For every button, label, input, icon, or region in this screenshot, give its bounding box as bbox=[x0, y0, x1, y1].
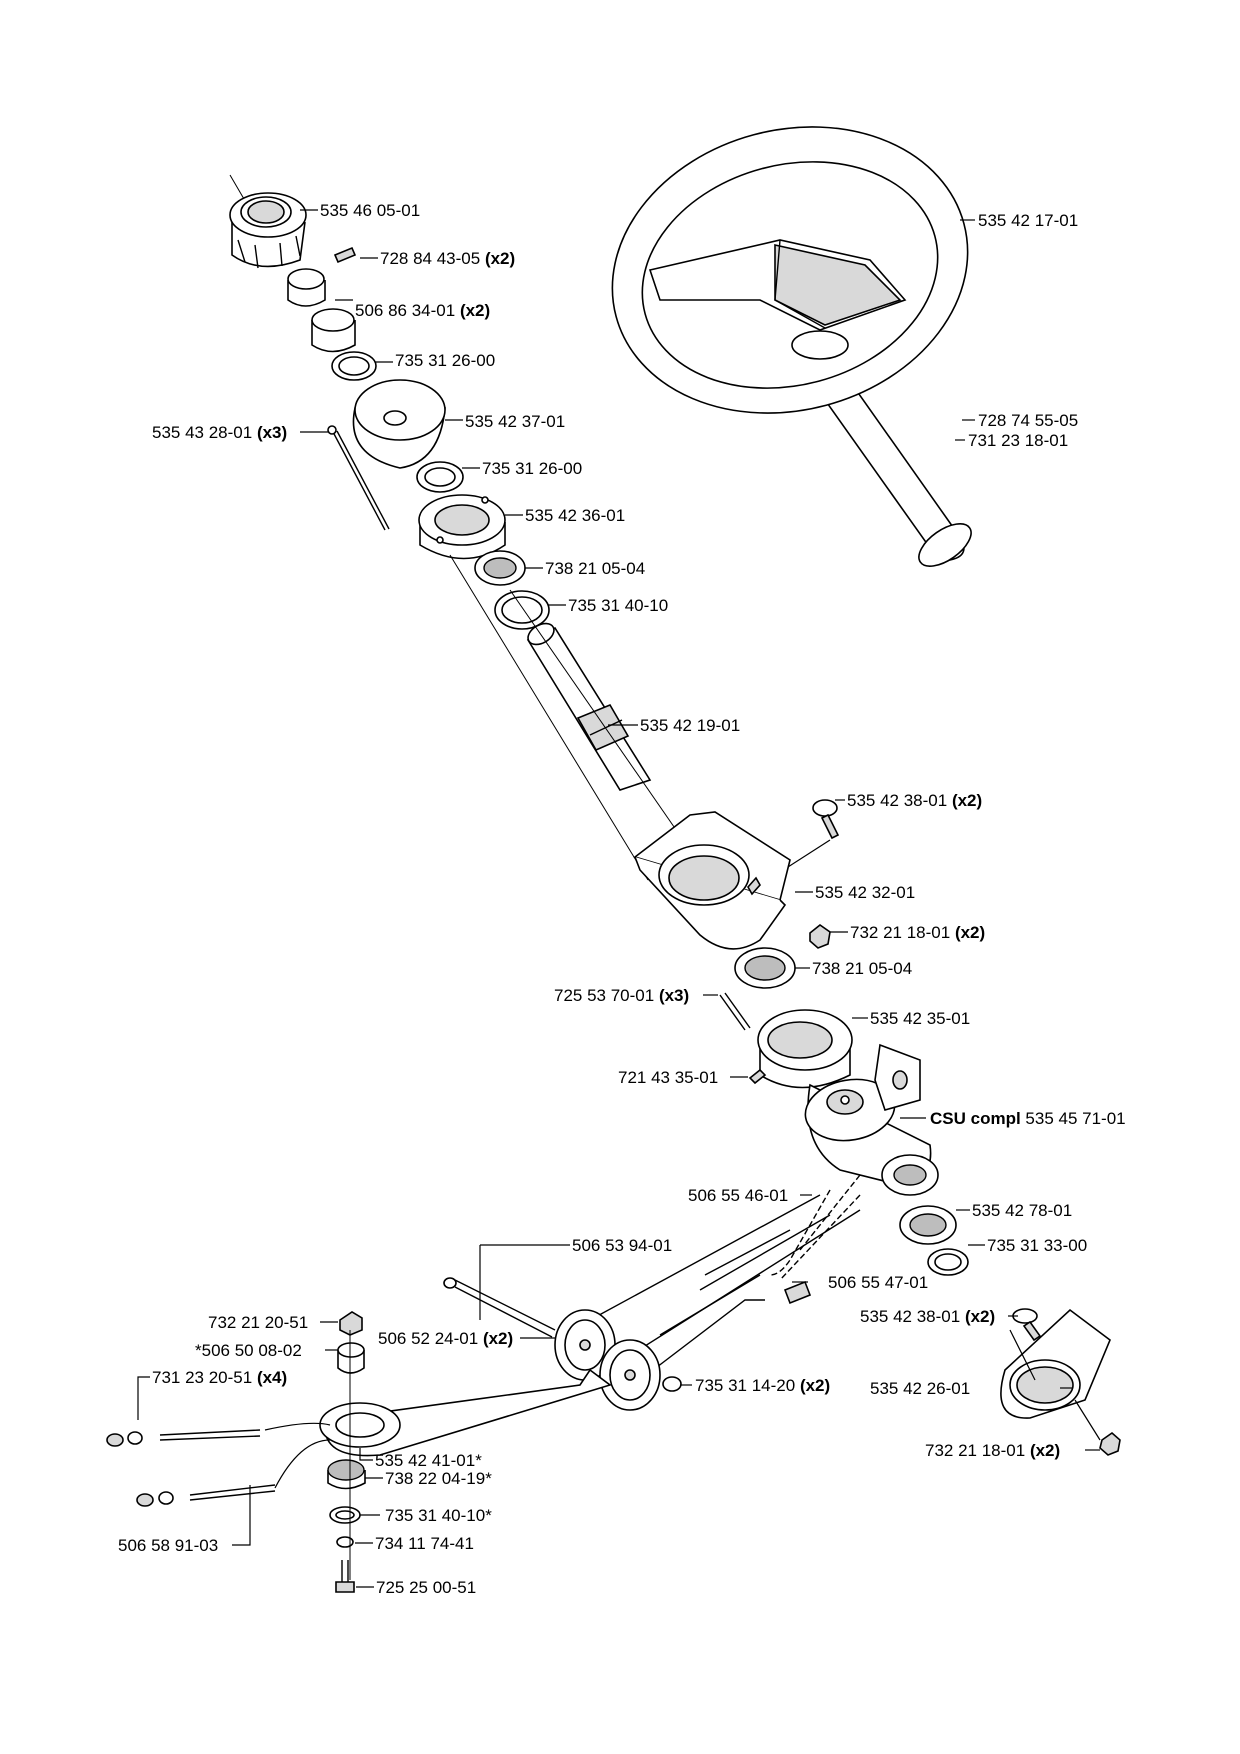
label-738-21-05-04-a: 738 21 05-04 bbox=[545, 559, 645, 578]
label-725-25-00-51: 725 25 00-51 bbox=[376, 1578, 476, 1597]
label-csu-compl: CSU compl 535 45 71-01 bbox=[930, 1109, 1126, 1128]
label-735-31-14-20: 735 31 14-20 (x2) bbox=[695, 1376, 830, 1395]
label-735-31-26-00-b: 735 31 26-00 bbox=[482, 459, 582, 478]
label-731-23-18-01: 731 23 18-01 bbox=[968, 431, 1068, 450]
label-732-21-20-51: 732 21 20-51 bbox=[208, 1313, 308, 1332]
lower-arm-parts bbox=[106, 1311, 612, 1593]
label-506-55-46-01: 506 55 46-01 bbox=[688, 1186, 788, 1205]
label-535-42-26-01: 535 42 26-01 bbox=[870, 1379, 970, 1398]
label-735-31-33-00: 735 31 33-00 bbox=[987, 1236, 1087, 1255]
label-506-86-34-01: 506 86 34-01 (x2) bbox=[355, 301, 490, 320]
label-535-42-38-01-b: 535 42 38-01 (x2) bbox=[860, 1307, 995, 1326]
label-535-42-19-01: 535 42 19-01 bbox=[640, 716, 740, 735]
steering-wheel bbox=[611, 126, 972, 567]
label-535-42-36-01: 535 42 36-01 bbox=[525, 506, 625, 525]
chain-and-linkage bbox=[443, 1174, 1121, 1456]
label-506-58-91-03: 506 58 91-03 bbox=[118, 1536, 218, 1555]
label-735-31-26-00-a: 735 31 26-00 bbox=[395, 351, 495, 370]
label-738-21-05-04-b: 738 21 05-04 bbox=[812, 959, 912, 978]
label-732-21-18-01-a: 732 21 18-01 (x2) bbox=[850, 923, 985, 942]
label-734-11-74-41: 734 11 74-41 bbox=[375, 1534, 474, 1553]
label-506-52-24-01: 506 52 24-01 (x2) bbox=[378, 1329, 513, 1348]
leader-lines bbox=[137, 209, 1100, 1588]
label-535-46-05-01: 535 46 05-01 bbox=[320, 201, 420, 220]
label-535-43-28-01: 535 43 28-01 (x3) bbox=[152, 423, 287, 442]
label-535-42-38-01-a: 535 42 38-01 (x2) bbox=[847, 791, 982, 810]
upper-column-parts bbox=[229, 174, 691, 881]
label-506-50-08-02: *506 50 08-02 bbox=[195, 1341, 302, 1360]
label-535-42-41-01: 535 42 41-01* bbox=[375, 1451, 482, 1470]
label-721-43-35-01: 721 43 35-01 bbox=[618, 1068, 718, 1087]
label-535-42-78-01: 535 42 78-01 bbox=[972, 1201, 1072, 1220]
label-735-31-40-10-star: 735 31 40-10* bbox=[385, 1506, 492, 1525]
label-732-21-18-01-b: 732 21 18-01 (x2) bbox=[925, 1441, 1060, 1460]
label-728-84-43-05: 728 84 43-05 (x2) bbox=[380, 249, 515, 268]
label-535-42-17-01: 535 42 17-01 bbox=[978, 211, 1078, 230]
label-506-53-94-01: 506 53 94-01 bbox=[572, 1236, 672, 1255]
part-labels: 535 46 05-01 728 84 43-05 (x2) 506 86 34… bbox=[118, 201, 1126, 1597]
label-535-42-35-01: 535 42 35-01 bbox=[870, 1009, 970, 1028]
label-725-53-70-01: 725 53 70-01 (x3) bbox=[554, 986, 689, 1005]
label-735-31-40-10: 735 31 40-10 bbox=[568, 596, 668, 615]
label-535-42-32-01: 535 42 32-01 bbox=[815, 883, 915, 902]
label-535-42-37-01: 535 42 37-01 bbox=[465, 412, 565, 431]
label-738-22-04-19: 738 22 04-19* bbox=[385, 1469, 492, 1488]
label-728-74-55-05: 728 74 55-05 bbox=[978, 411, 1078, 430]
label-506-55-47-01: 506 55 47-01 bbox=[828, 1273, 928, 1292]
mount-and-csu bbox=[633, 799, 939, 1196]
label-731-23-20-51: 731 23 20-51 (x4) bbox=[152, 1368, 287, 1387]
